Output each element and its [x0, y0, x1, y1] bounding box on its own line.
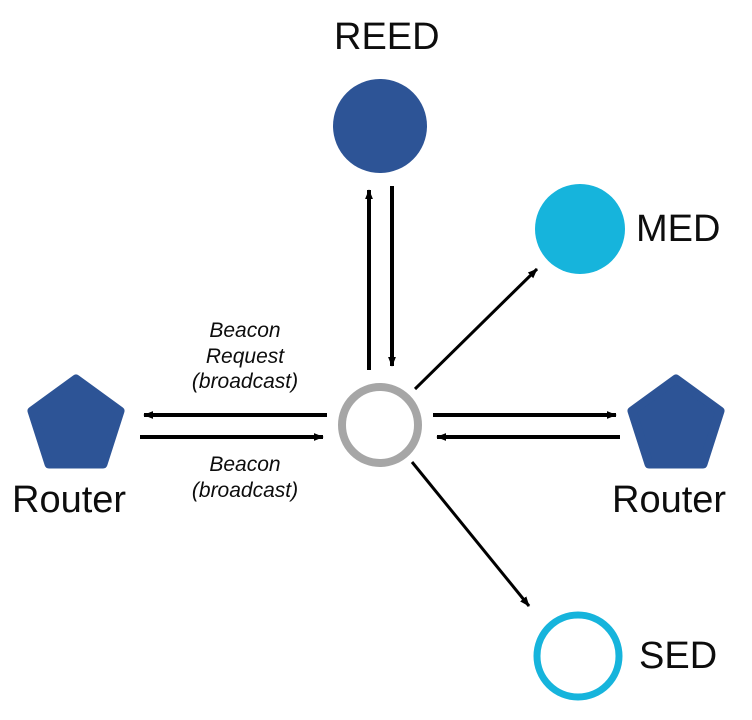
node-label-med: MED: [636, 208, 721, 250]
node-router-left[interactable]: [27, 374, 125, 469]
node-label-sed: SED: [639, 635, 718, 677]
node-reed[interactable]: [333, 79, 427, 173]
edge-center-to-med: [413, 267, 539, 391]
edge-label-beacon: Beacon (broadcast): [191, 453, 299, 502]
node-label-router-right: Router: [612, 479, 727, 521]
node-group: [27, 79, 725, 701]
node-med[interactable]: [535, 184, 625, 274]
node-sed[interactable]: [533, 611, 623, 701]
node-router-right[interactable]: [627, 374, 725, 469]
node-center-device[interactable]: [338, 383, 422, 467]
edge-label-beacon-request: Beacon Request (broadcast): [191, 319, 299, 394]
edge-center-to-sed: [410, 461, 531, 607]
node-label-router-left: Router: [12, 479, 127, 521]
edge-group: [140, 186, 620, 607]
node-label-reed: REED: [334, 16, 440, 58]
